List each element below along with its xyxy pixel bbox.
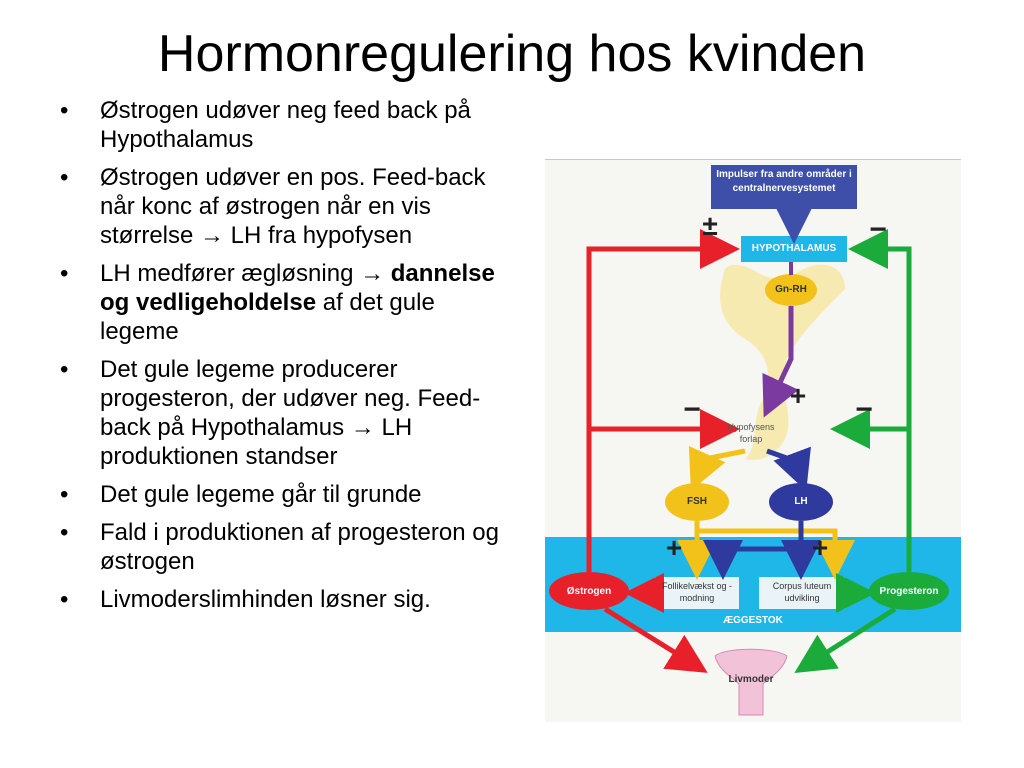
slide-title: Hormonregulering hos kvinden [157, 25, 867, 83]
bullet-text: Fald i produktionen af progesteron og øs… [100, 519, 499, 575]
arrow-progesterone-uterus [794, 606, 897, 674]
gnrh-ellipse [765, 274, 817, 306]
progesterone-label: Progesteron [879, 586, 939, 597]
feedback-sign-plus-left: + [665, 532, 683, 563]
bullet-text: af det gule legeme [100, 289, 435, 345]
estrogen-label: Østrogen [566, 586, 612, 597]
hormone-regulation-diagram: Impulser fra andre områder i centralnerv… [545, 159, 961, 722]
progesterone-ellipse [869, 572, 949, 610]
bullet-bold-text: dannelse og vedligeholdelse [100, 260, 495, 316]
impulse-label: Impulser fra andre områder i centralnerv… [716, 169, 852, 194]
arrow-progesterone-hypothalamus [848, 229, 912, 572]
bullet-text: Østrogen udøver neg feed back på Hypotha… [100, 97, 471, 153]
arrow-pituitary-fsh [688, 446, 746, 491]
bullet-text: LH medfører ægløsning → [100, 260, 385, 287]
bullet-item: Østrogen udøver en pos. Feed-back når ko… [58, 163, 508, 250]
ovary-label: ÆGGESTOK [723, 615, 783, 626]
estrogen-ellipse [549, 572, 629, 610]
feedback-sign-minus-top: − [869, 213, 887, 246]
bullet-list: Østrogen udøver neg feed back på Hypotha… [58, 96, 508, 623]
bullet-item: Fald i produktionen af progesteron og øs… [58, 518, 508, 576]
impulse-box [711, 165, 857, 209]
feedback-sign-minus-right: − [855, 393, 873, 426]
lh-ellipse [769, 483, 833, 521]
follicle-box [655, 577, 739, 609]
arrow-gnrh-pituitary [762, 306, 799, 418]
bullet-item: Det gule legeme går til grunde [58, 480, 508, 509]
uterus-shape [714, 648, 788, 716]
arrow-estrogen-uterus [603, 606, 708, 673]
bullet-text: Østrogen udøver en pos. Feed-back når ko… [100, 164, 486, 249]
gnrh-label: Gn-RH [775, 284, 807, 295]
feedback-sign-minus-left: − [683, 393, 701, 426]
uterus-label: Livmoder [728, 674, 774, 685]
arrow-estrogen-hypothalamus [586, 229, 740, 572]
bullet-item: Østrogen udøver neg feed back på Hypotha… [58, 96, 508, 154]
arrow-lh-follicle [703, 521, 804, 580]
feedback-sign-plusminus: ± [702, 210, 718, 241]
bullet-text: Det gule legeme producerer progesteron, … [100, 356, 481, 470]
pituitary-shape [720, 264, 845, 460]
fsh-label: FSH [687, 496, 707, 507]
bullet-item: Det gule legeme producerer progesteron, … [58, 355, 508, 471]
bullet-text: Livmoderslimhinden løsner sig. [100, 586, 431, 613]
hypothalamus-label: HYPOTHALAMUS [751, 243, 837, 254]
lh-label: LH [794, 496, 808, 507]
feedback-sign-plus-right: + [811, 532, 829, 563]
pituitary-label: Hypofysens forlap [727, 422, 775, 444]
arrow-fsh-corpus [694, 521, 855, 580]
bullet-item: LH medfører ægløsning → dannelse og vedl… [58, 259, 508, 346]
corpus-box [759, 577, 845, 609]
corpus-label: Corpus luteum udvikling [772, 581, 832, 603]
arrow-pituitary-lh [766, 446, 811, 492]
bullet-item: Livmoderslimhinden løsner sig. [58, 585, 508, 614]
follicle-label: Follikelvækst og -modning [661, 581, 733, 603]
bullet-text: Det gule legeme går til grunde [100, 481, 422, 508]
fsh-ellipse [665, 483, 729, 521]
diagram-graphics [545, 159, 961, 722]
feedback-sign-plus-pituitary: + [789, 380, 807, 411]
